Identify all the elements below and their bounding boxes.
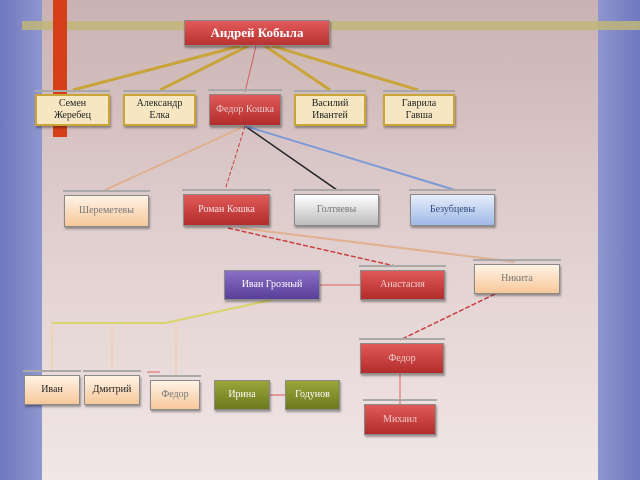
decorative-horizontal-bar: [22, 21, 640, 30]
connector-line: [399, 293, 496, 341]
node-mikhail: Михаил: [363, 399, 437, 435]
son-node-vasily: Василий Ивантей: [294, 90, 366, 126]
branch-node-goltyaevy: Голтяевы: [293, 189, 380, 226]
node-irina: Ирина: [214, 380, 270, 410]
son-node-fedor-koshka: Федор Кошка: [208, 89, 282, 126]
child-node-ivan: Иван: [23, 370, 81, 405]
son-node-gavrila: Гаврила Гавша: [383, 90, 455, 126]
child-node-dmitry: Дмитрий: [83, 370, 141, 405]
child-node-fedor: Федор: [149, 375, 201, 410]
connector-line: [244, 45, 257, 93]
connector-line: [244, 125, 456, 191]
node-godunov: Годунов: [285, 380, 340, 410]
connector-line: [72, 44, 241, 92]
connector-line: [104, 125, 246, 191]
connector-line: [224, 125, 246, 191]
connector-line: [239, 227, 516, 263]
node-ivan-grozny: Иван Грозный: [224, 270, 320, 300]
node-fedor-nikitich: Федор: [359, 338, 445, 374]
branch-node-roman-koshka: Роман Кошка: [182, 189, 271, 226]
branch-node-bezubtsevy: Безубцевы: [409, 189, 496, 226]
connector-line: [271, 44, 419, 92]
children-drop-lines: [51, 323, 177, 375]
node-anastasia: Анастасия: [359, 265, 446, 300]
connector-line: [159, 44, 249, 92]
connector-line: [164, 299, 273, 324]
root-to-sons-connectors: [72, 44, 419, 92]
ivan-to-children-connectors: [52, 299, 273, 324]
son-node-aleksandr: Александр Елка: [123, 90, 196, 126]
son-node-semen: Семен Жеребец: [35, 90, 110, 126]
connector-line: [244, 125, 338, 191]
connector-line: [227, 227, 396, 267]
right-background-panel: [598, 0, 640, 480]
root-node-andrey-kobyla: Андрей Кобыла: [184, 20, 330, 46]
connector-line: [264, 44, 331, 92]
node-nikita: Никита: [473, 259, 561, 294]
branch-node-sheremetevy: Шереметевы: [63, 190, 150, 227]
